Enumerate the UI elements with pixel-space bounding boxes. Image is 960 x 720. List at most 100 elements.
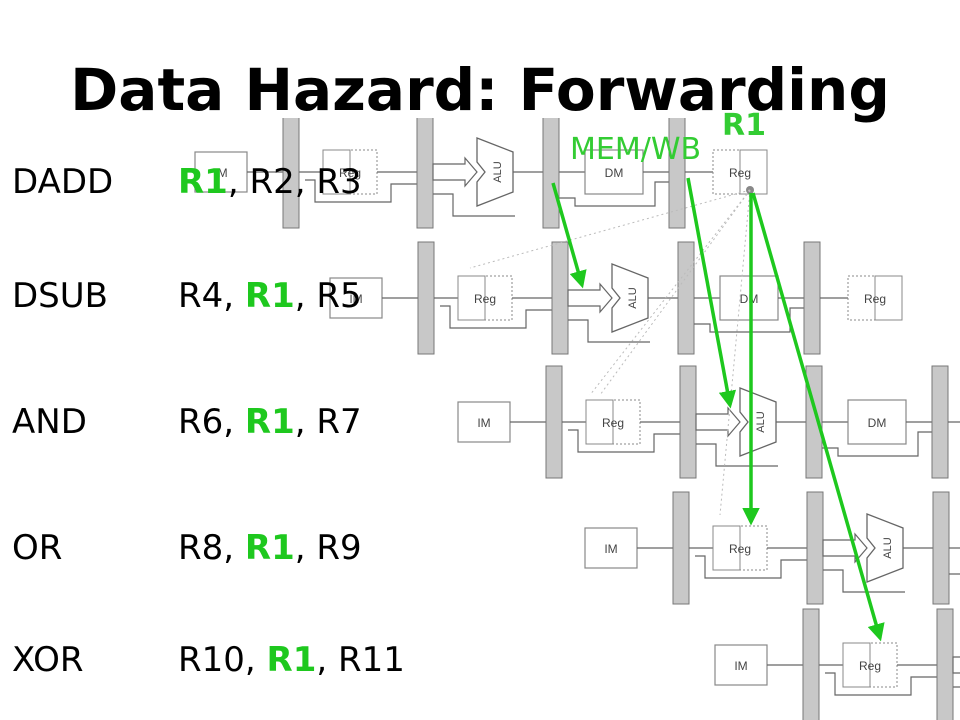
wire [305, 179, 417, 203]
separator: , [244, 640, 267, 680]
pipeline-register [679, 365, 697, 479]
operand-src2: R3 [316, 162, 362, 202]
operand-src1: R1 [244, 402, 295, 442]
instruction-row: AND R6, R1, R7 [12, 402, 362, 442]
reg-write-half [585, 399, 614, 445]
wire [825, 672, 937, 696]
bus-arrow [822, 532, 868, 564]
bus-arrow [432, 156, 478, 188]
pipeline-register [551, 241, 569, 355]
alu-label: ALU [492, 161, 504, 182]
operand-src1: R1 [266, 640, 317, 680]
forwarding-arrow [686, 177, 737, 409]
operand-src2: R5 [316, 276, 362, 316]
separator: , [294, 162, 317, 202]
reg-write-half [322, 149, 351, 195]
reg-label: Reg [474, 292, 496, 306]
pipeline-register [803, 241, 821, 355]
separator: , [223, 276, 245, 316]
reg-label: Reg [339, 166, 361, 180]
alu-label: ALU [882, 537, 894, 558]
im-label: IM [349, 292, 362, 306]
separator: , [294, 402, 317, 442]
pipeline-row: IM Reg ALU DM Reg [194, 115, 768, 229]
mem-wb-label: MEM/WB [570, 132, 702, 167]
im-label: IM [477, 416, 490, 430]
im-block [329, 277, 383, 319]
pipeline-register [802, 608, 820, 720]
im-label: IM [604, 542, 617, 556]
dm-block [584, 149, 644, 195]
reg-write-half [842, 642, 871, 688]
operand-src2: R7 [316, 402, 362, 442]
pipeline-register [936, 608, 954, 720]
im-label: IM [214, 166, 227, 180]
separator: , [316, 640, 338, 680]
alu-block [739, 387, 777, 457]
operand-dest: R10 [178, 640, 245, 680]
alu-label: ALU [755, 411, 767, 432]
wire [433, 193, 515, 217]
operand-dest: R8 [178, 528, 224, 568]
operand-src2: R11 [337, 640, 405, 680]
alu-block [611, 263, 649, 333]
forwarding-arrow [551, 182, 587, 289]
reg-label: Reg [602, 416, 624, 430]
im-label: IM [734, 659, 747, 673]
separator: , [223, 402, 245, 442]
operand-src1: R1 [244, 276, 295, 316]
im-block [194, 151, 248, 193]
pipeline-register [677, 241, 695, 355]
separator: , [223, 528, 245, 568]
pipeline-register [932, 491, 950, 605]
opcode: DSUB [12, 276, 108, 316]
pipeline-register [542, 115, 560, 229]
operand-src1: R2 [249, 162, 295, 202]
reg-write-half [457, 275, 486, 321]
separator: , [294, 528, 317, 568]
pipeline-register [417, 241, 435, 355]
operand-dest: R6 [178, 402, 224, 442]
wire [949, 573, 960, 575]
wire [568, 319, 650, 343]
bus-arrow [952, 656, 960, 674]
reg-label: Reg [729, 166, 751, 180]
operand-src2: R9 [316, 528, 362, 568]
reg-read-half [874, 275, 903, 321]
operand-dest: R1 [178, 162, 228, 202]
alu-block [476, 137, 514, 207]
wire [953, 686, 960, 688]
im-block [584, 527, 638, 569]
slide-title: Data Hazard: Forwarding [70, 56, 890, 124]
wire [695, 555, 807, 579]
timing-guide [599, 189, 751, 396]
pipeline-register [416, 115, 434, 229]
bus-arrow [695, 406, 741, 438]
timing-guide [469, 189, 751, 269]
alu-block [866, 513, 904, 583]
pipeline-register [806, 491, 824, 605]
pipeline-register [672, 491, 690, 605]
wire [823, 569, 905, 593]
title-backdrop [60, 0, 900, 118]
opcode: AND [12, 402, 87, 442]
separator: , [294, 276, 317, 316]
reg-label: Reg [864, 292, 886, 306]
separator: , [227, 162, 250, 202]
wire [568, 429, 680, 453]
alu-label: ALU [627, 287, 639, 308]
wire [440, 305, 552, 329]
dm-label: DM [605, 166, 624, 180]
timing-guide [719, 189, 751, 516]
forwarding-arrow [751, 192, 885, 642]
wire [822, 431, 932, 457]
